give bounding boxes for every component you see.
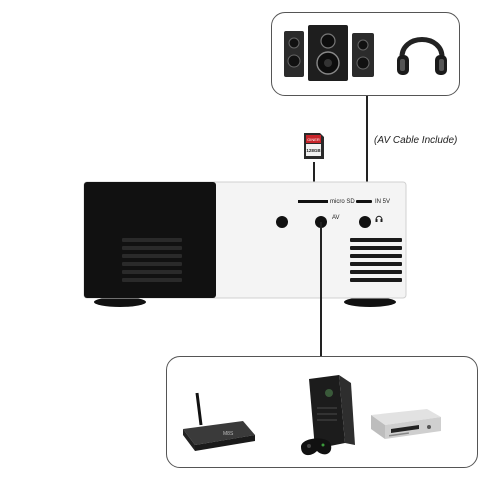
svg-text:M8S: M8S <box>223 431 234 437</box>
mini-projector <box>83 181 407 307</box>
sd-card-brand: GINER <box>307 137 320 142</box>
micro-sd-label: micro SD <box>330 199 355 205</box>
sd-card-icon: GINER 128GB <box>304 133 324 159</box>
in-5v-label: IN 5V <box>375 199 391 205</box>
tv-box-icon: M8S <box>183 392 255 451</box>
audio-devices-panel <box>271 12 460 96</box>
sd-card-capacity: 128GB <box>306 148 321 153</box>
audio-cable <box>366 96 368 204</box>
av-cable <box>320 222 322 356</box>
game-console-icon <box>301 375 355 456</box>
av-cable-caption: (AV Cable Include) <box>374 135 458 146</box>
headphones-icon <box>397 37 447 75</box>
speakers-icon <box>284 25 374 81</box>
av-port-label: AV <box>332 215 340 221</box>
dvd-player-icon <box>371 409 441 439</box>
video-sources-panel: M8S <box>166 356 478 468</box>
headphone-jack-icon <box>375 215 383 222</box>
